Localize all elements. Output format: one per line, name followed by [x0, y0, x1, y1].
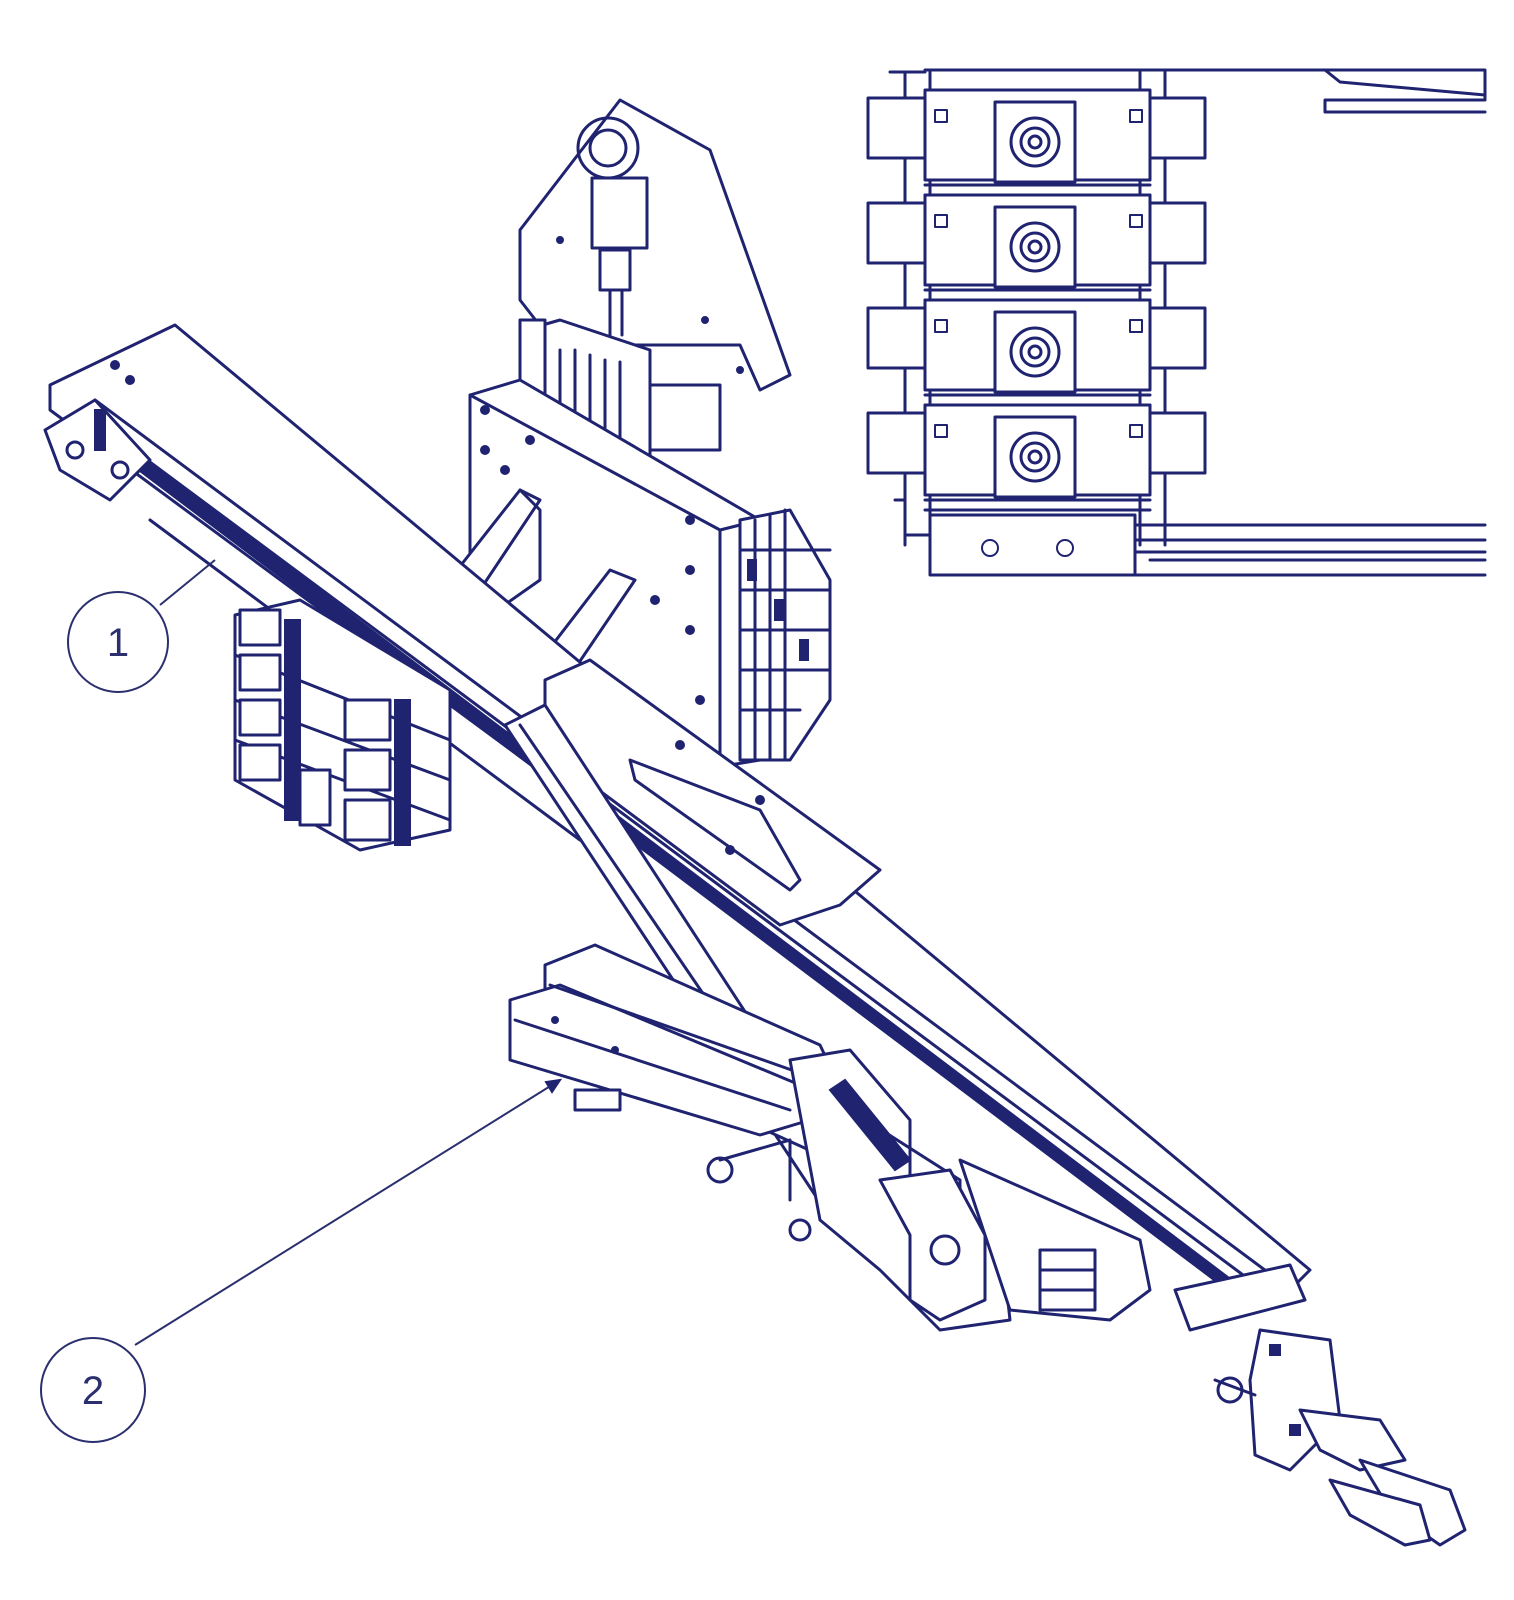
lower-cross-arm [508, 943, 862, 1157]
beam-left-end-block [43, 398, 152, 502]
callout-1: 1 [67, 559, 216, 693]
inset-detail-view [866, 68, 1487, 577]
right-end-gripper [1173, 1263, 1467, 1547]
tower-plate [518, 98, 792, 392]
inset-gripper-module-3 [866, 298, 1207, 407]
inset-gripper-module-4 [866, 403, 1207, 512]
callout-1-bubble [67, 591, 169, 693]
vertical-linear-guide [738, 508, 832, 762]
inset-gripper-module-2 [866, 193, 1207, 302]
left-gripper-stack [233, 598, 452, 852]
main-assembly [43, 98, 1467, 1547]
callout-2-leader [134, 1079, 561, 1346]
callout-2: 2 [40, 1078, 563, 1443]
inset-gripper-module-1 [866, 88, 1207, 197]
callout-2-bubble [40, 1337, 146, 1443]
lower-gripper-cluster [706, 1048, 1152, 1332]
callout-2-label: 2 [82, 1369, 104, 1413]
callout-1-leader [159, 559, 216, 606]
callout-1-label: 1 [107, 621, 129, 665]
callout-2-arrowhead [544, 1078, 563, 1094]
